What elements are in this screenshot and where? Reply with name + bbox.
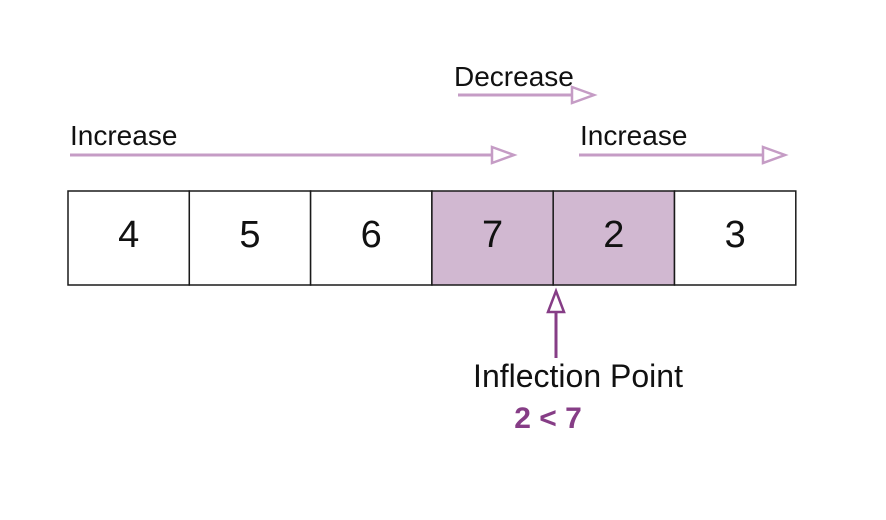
array-cell: 2 bbox=[552, 190, 676, 286]
inflection-condition: 2 < 7 bbox=[514, 402, 582, 435]
array-cell-value: 3 bbox=[725, 214, 746, 256]
increase-left-label: Increase bbox=[70, 120, 177, 151]
array-cell-value: 6 bbox=[361, 214, 382, 256]
array-cell-box bbox=[431, 190, 554, 286]
array-cell: 5 bbox=[188, 190, 312, 286]
array-cell-box bbox=[552, 190, 676, 286]
array-cell: 3 bbox=[673, 190, 797, 286]
array-cell: 6 bbox=[309, 190, 433, 286]
array-cell-value: 5 bbox=[239, 214, 260, 256]
decrease-label: Decrease bbox=[454, 61, 574, 92]
increase-right-label: Increase bbox=[580, 120, 687, 151]
inflection-pointer-arrow bbox=[546, 287, 566, 358]
array-cell: 7 bbox=[431, 190, 554, 286]
array-cell-value: 2 bbox=[603, 214, 624, 256]
increase-right-arrow bbox=[579, 145, 789, 165]
decrease-arrow bbox=[458, 85, 598, 105]
array-cell: 4 bbox=[67, 190, 191, 286]
array-cell-box bbox=[188, 190, 312, 286]
increase-left-arrow bbox=[70, 145, 518, 165]
array-cell-value: 7 bbox=[482, 214, 503, 256]
array-cell-box bbox=[673, 190, 797, 286]
array-cell-value: 4 bbox=[118, 214, 139, 256]
array-cell-box bbox=[309, 190, 433, 286]
array-cells: 4 5 6 7 2 3 bbox=[67, 190, 797, 286]
inflection-point-label: Inflection Point bbox=[473, 358, 683, 394]
